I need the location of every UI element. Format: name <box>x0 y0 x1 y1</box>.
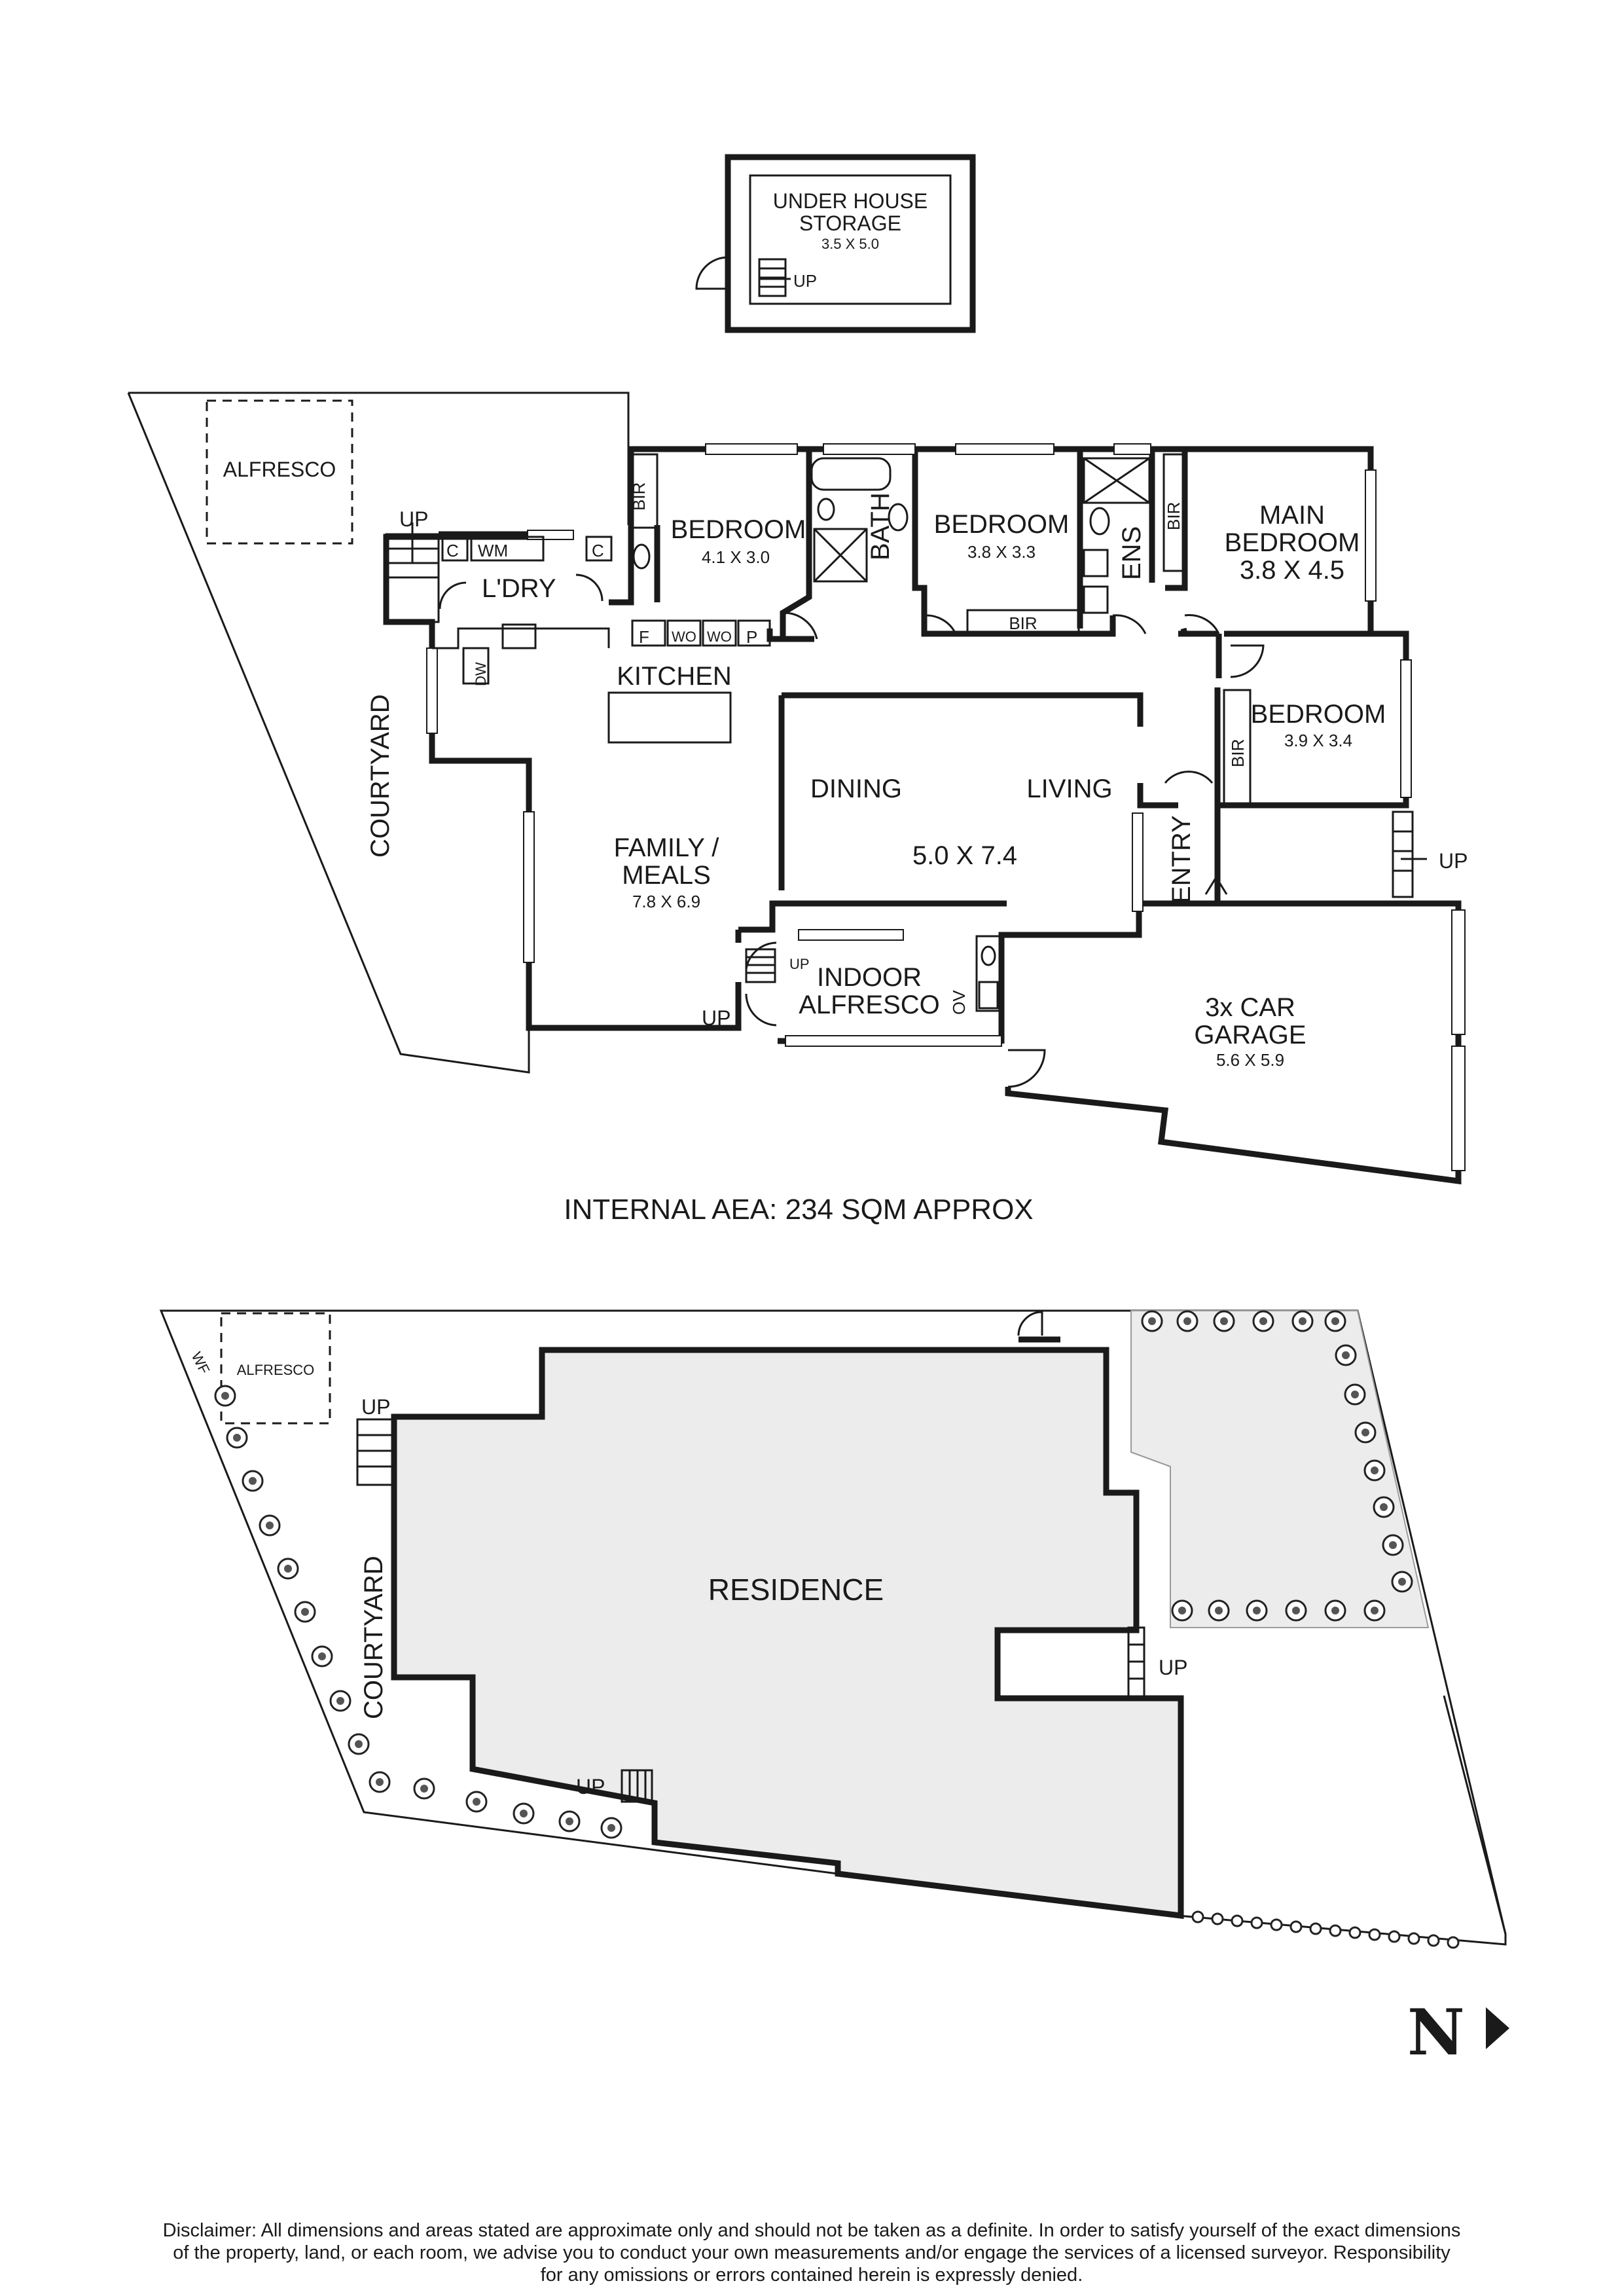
north-arrow-icon <box>1486 2007 1509 2049</box>
laundry-label: L'DRY <box>482 574 556 603</box>
under-house-storage: UNDER HOUSE STORAGE 3.5 X 5.0 UP <box>695 154 976 333</box>
ens-label: ENS <box>1117 526 1146 580</box>
bir-label-2: BIR <box>1009 613 1037 633</box>
disclaimer: Disclaimer: All dimensions and areas sta… <box>59 2219 1564 2286</box>
residence-footprint <box>391 1347 1184 1920</box>
alfresco-label: ALFRESCO <box>223 458 336 481</box>
living-label: LIVING <box>1026 774 1112 803</box>
main-bedroom-name-2: BEDROOM <box>1225 528 1360 557</box>
indoor-alfresco-name-2: ALFRESCO <box>799 991 940 1019</box>
bir-label-3: BIR <box>1164 502 1183 530</box>
wm-label: WM <box>478 541 508 560</box>
north-letter: N <box>1407 1995 1465 2069</box>
upper-up-label: UP <box>399 507 428 531</box>
site-alfresco-label: ALFRESCO <box>237 1362 315 1378</box>
bir-label-1: BIR <box>629 483 649 511</box>
bedroom-3-name: BEDROOM <box>934 510 1070 539</box>
dining-living-size: 5.0 X 7.4 <box>912 841 1017 870</box>
disclaimer-line-1: Disclaimer: All dimensions and areas sta… <box>162 2220 1461 2241</box>
north-arrow: N <box>1407 1995 1509 2069</box>
site-boundary <box>159 1309 1507 1946</box>
garage-name-1: 3x CAR <box>1205 993 1295 1022</box>
family-name-1: FAMILY / <box>614 833 720 862</box>
wf-label: WF <box>189 1349 213 1377</box>
cupboard-label-2: C <box>592 541 604 560</box>
wall-oven-label-2: WO <box>707 629 732 645</box>
disclaimer-line-3: for any omissions or errors contained he… <box>540 2265 1083 2286</box>
bedroom-4-size: 3.9 X 3.4 <box>1284 731 1352 750</box>
site-trees <box>214 1310 1460 1949</box>
oven-label: OV <box>949 990 969 1015</box>
storage-title-2: STORAGE <box>799 211 901 235</box>
main-bedroom-size: 3.8 X 4.5 <box>1240 556 1344 585</box>
entry-up-label: UP <box>1439 849 1468 873</box>
site-alfresco-area <box>220 1312 331 1425</box>
pantry-label: P <box>746 627 757 647</box>
site-courtyard-label: COURTYARD <box>359 1556 388 1719</box>
kitchen-island <box>607 691 732 744</box>
family-name-2: MEALS <box>622 861 711 890</box>
storage-stairs <box>758 258 791 297</box>
main-floor-plan: UP ALFRESCO COURTYARD BIR BEDROOM 4.1 X … <box>127 392 1468 1185</box>
garage-size: 5.6 X 5.9 <box>1216 1050 1284 1070</box>
site-up-label-2: UP <box>1159 1656 1187 1679</box>
site-up-label-3: UP <box>576 1775 605 1798</box>
courtyard-label: COURTYARD <box>366 694 395 858</box>
site-plan: ALFRESCO WF COURTYARD RESIDENCE UP UP UP <box>159 1309 1507 1949</box>
internal-area: INTERNAL AEA: 234 SQM APPROX <box>564 1194 1033 1226</box>
storage-title-1: UNDER HOUSE <box>773 189 928 213</box>
entry-label: ENTRY <box>1167 815 1196 903</box>
bedroom-4-name: BEDROOM <box>1251 700 1386 729</box>
storage-up-label: UP <box>793 271 817 291</box>
fridge-label: F <box>639 627 649 647</box>
courtyard-boundary <box>128 392 630 525</box>
entry-stairs <box>1392 811 1427 898</box>
bath-label: BATH <box>866 492 895 560</box>
bedroom-3-size: 3.8 X 3.3 <box>967 542 1036 562</box>
alfresco-area <box>206 399 353 545</box>
disclaimer-line-2: of the property, land, or each room, we … <box>173 2242 1451 2263</box>
indoor-alfresco-name-1: INDOOR <box>817 963 922 992</box>
garage-name-2: GARAGE <box>1194 1021 1306 1049</box>
bedroom-2-name: BEDROOM <box>671 515 806 544</box>
garage-walls <box>1005 900 1462 1185</box>
family-size: 7.8 X 6.9 <box>632 892 700 911</box>
dishwasher-label: DW <box>473 662 489 686</box>
cupboard-label-1: C <box>446 541 459 560</box>
main-bedroom-name-1: MAIN <box>1259 501 1325 530</box>
residence-label: RESIDENCE <box>708 1573 884 1607</box>
bir-label-4: BIR <box>1228 739 1248 767</box>
kitchen-label: KITCHEN <box>617 662 732 691</box>
storage-size: 3.5 X 5.0 <box>821 236 879 252</box>
wall-oven-label-1: WO <box>672 629 696 645</box>
bedroom-2-size: 4.1 X 3.0 <box>702 547 770 567</box>
site-up-label-1: UP <box>361 1395 390 1419</box>
dining-label: DINING <box>810 774 902 803</box>
laundry-stairs <box>385 522 440 623</box>
alfresco-side-up-label: UP <box>702 1006 730 1030</box>
alfresco-up-label: UP <box>789 956 810 972</box>
